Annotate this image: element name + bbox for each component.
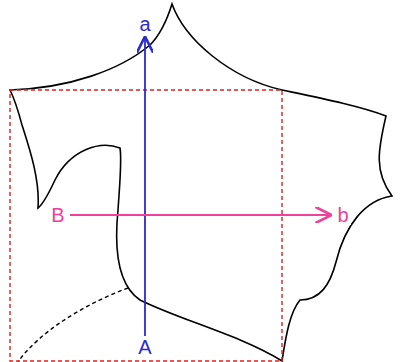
axis-label: B [49, 205, 66, 225]
shape-outline [10, 4, 392, 361]
axis-label: b [335, 205, 350, 225]
bounding-square [10, 90, 282, 361]
axis-arrow [70, 214, 330, 216]
axis-arrow [144, 38, 146, 336]
axis-label: a [137, 14, 152, 34]
axis-label: A [136, 337, 153, 357]
hidden-edge [18, 288, 128, 362]
